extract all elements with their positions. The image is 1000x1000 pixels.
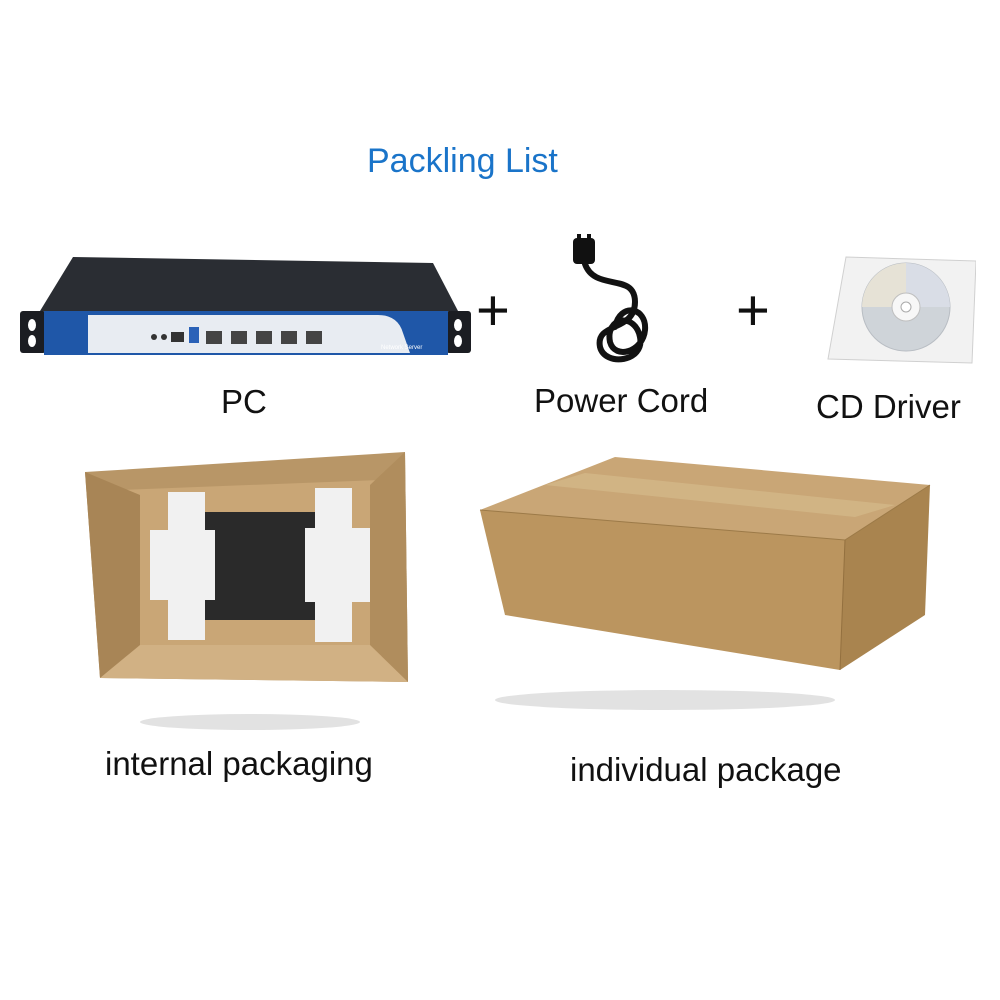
page-title: Packling List <box>367 142 558 180</box>
plus-sign: + <box>476 278 510 343</box>
power-cord-label: Power Cord <box>534 382 709 419</box>
individual-package-label: individual package <box>570 751 842 788</box>
cd-driver-label: CD Driver <box>816 388 961 425</box>
pc-image: Network Server <box>18 255 473 365</box>
individual-package-image <box>475 455 935 735</box>
internal-packaging-image <box>80 450 415 740</box>
power-cord-image <box>565 232 665 372</box>
pc-label: PC <box>221 383 267 420</box>
plus-sign: + <box>736 278 770 343</box>
device-front-text: Network Server <box>381 345 422 351</box>
cd-driver-image <box>826 255 976 365</box>
internal-packaging-label: internal packaging <box>105 745 373 782</box>
